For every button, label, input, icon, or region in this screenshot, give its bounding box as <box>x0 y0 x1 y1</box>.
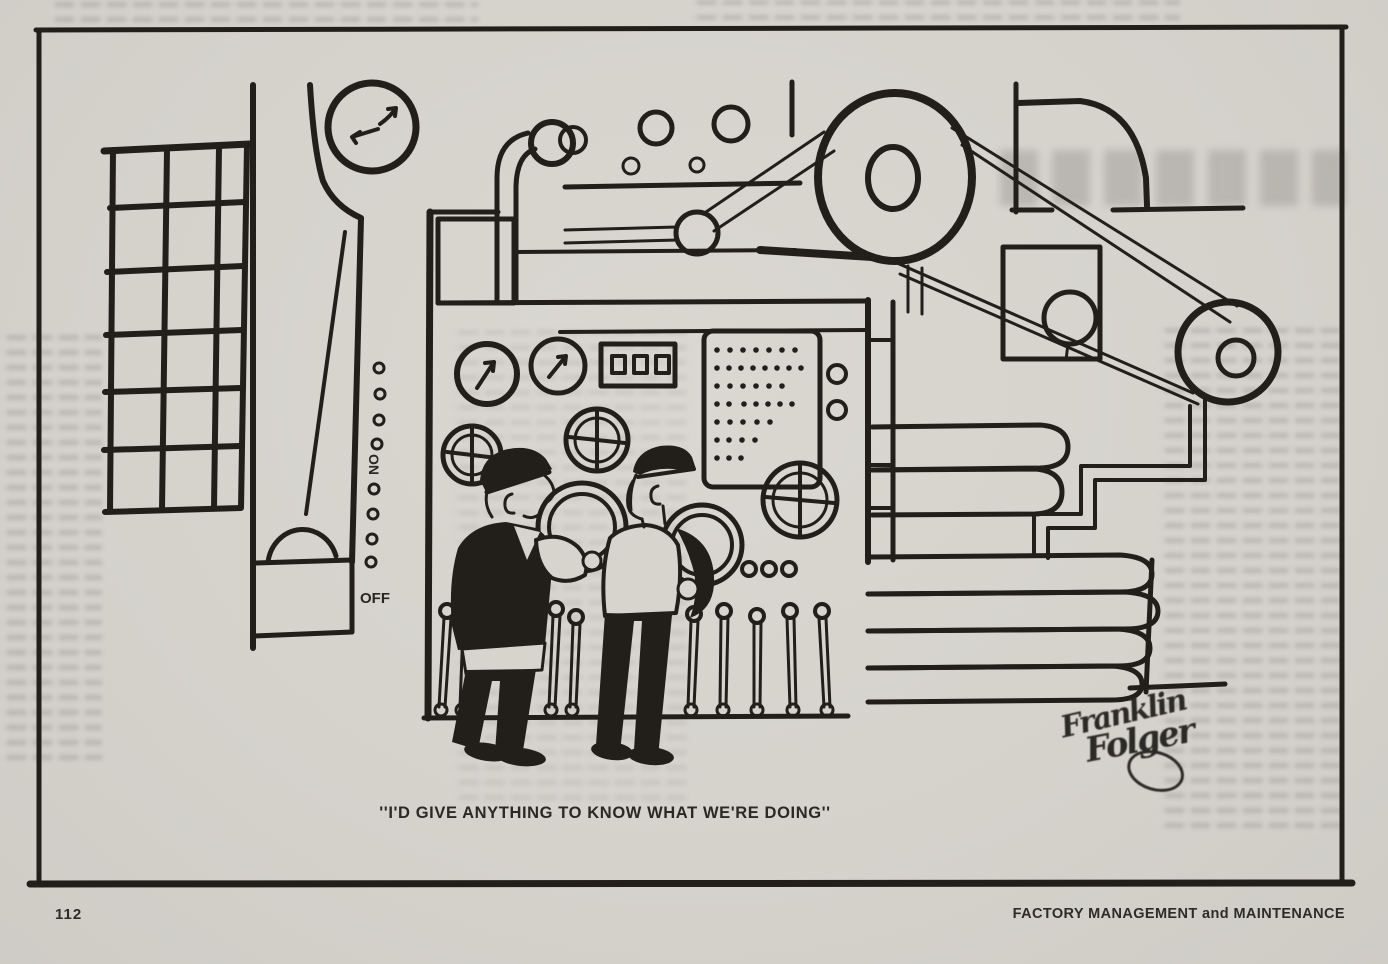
pulley-machinery <box>563 79 1282 560</box>
lever <box>564 608 585 718</box>
cartoon-caption: ''I'D GIVE ANYTHING TO KNOW WHAT WE'RE D… <box>379 804 831 822</box>
machine-slab-stack <box>865 422 1228 705</box>
page-number: 112 <box>55 906 83 923</box>
sloped-console <box>250 82 364 639</box>
panel-indicator-lights <box>740 363 848 578</box>
digital-display <box>598 341 678 389</box>
on-label: ON <box>366 454 382 475</box>
window <box>100 140 254 515</box>
lever <box>715 602 733 718</box>
trousers <box>596 613 672 757</box>
small-pulley <box>673 209 721 257</box>
flat-cap <box>480 447 552 492</box>
magazine-title: FACTORY MANAGEMENT and MAINTENANCE <box>1012 906 1345 922</box>
lever <box>748 607 766 718</box>
lower-belt <box>886 257 1200 406</box>
pipe-and-bubbles <box>494 104 803 305</box>
trousers <box>452 669 536 757</box>
lever <box>683 605 703 718</box>
lever <box>813 602 835 718</box>
lever <box>781 602 801 718</box>
shoe <box>628 746 674 766</box>
ear <box>503 492 516 515</box>
large-pulley <box>814 89 976 265</box>
shirt <box>601 523 683 618</box>
lever <box>433 602 456 718</box>
worker-right <box>591 445 715 766</box>
ear <box>649 484 662 506</box>
cartoon-frame-border <box>26 24 1356 888</box>
shoe <box>496 747 546 767</box>
worker-left <box>450 447 603 767</box>
belt-roller <box>1174 298 1282 406</box>
artist-signature: Franklin Folger <box>1039 678 1252 821</box>
lever <box>543 600 565 718</box>
arrow-gauges <box>454 336 588 407</box>
on-off-switch-column: ON OFF <box>360 361 390 607</box>
flat-cap <box>633 445 696 475</box>
button-grid-panel <box>701 328 823 490</box>
upper-belt <box>950 126 1239 324</box>
shoe <box>591 741 633 761</box>
off-label: OFF <box>360 590 390 607</box>
wall-gauge <box>324 79 420 175</box>
